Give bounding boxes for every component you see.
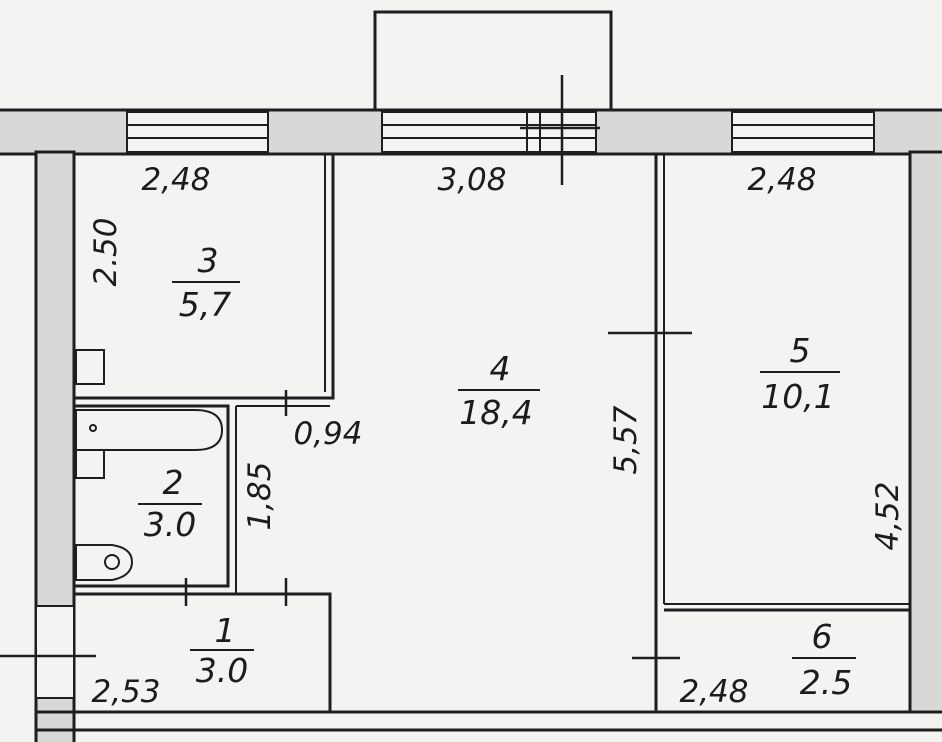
room-1-number: 1 [215, 611, 236, 650]
room-6-area: 2.5 [800, 663, 852, 702]
dim-room2-height: 1,85 [242, 461, 278, 530]
sink-fixture-2 [75, 449, 105, 479]
exterior-wall-right [908, 150, 942, 714]
dim-room3-height: 2.50 [88, 217, 124, 286]
window-room5 [731, 111, 875, 153]
entrance-door [35, 605, 75, 699]
room-1-walls [74, 592, 332, 712]
window-room3 [126, 111, 269, 153]
dim-corridor-width: 0,94 [293, 416, 362, 452]
dim-room3-width: 2,48 [141, 162, 210, 198]
window-room4 [381, 111, 597, 153]
dim-room6-width: 2,48 [679, 674, 748, 710]
room-1-area: 3.0 [196, 651, 248, 690]
dim-room5-height: 4,52 [870, 481, 906, 550]
toilet-fixture [75, 544, 134, 581]
room-4-area: 18,4 [459, 393, 532, 432]
room-6-number: 6 [812, 617, 833, 656]
room-3-walls [72, 154, 335, 400]
dimension-ticks [0, 75, 692, 660]
dim-room5-width: 2,48 [747, 162, 816, 198]
room-2-walls [74, 404, 230, 588]
exterior-wall-top [0, 108, 942, 156]
room-2-area: 3.0 [144, 505, 196, 544]
room-5-area: 10,1 [761, 377, 834, 416]
dim-room4-height: 5,57 [608, 405, 644, 474]
sink-fixture [75, 349, 105, 385]
room-3-area: 5,7 [179, 285, 231, 324]
dim-room4-width: 3,08 [437, 162, 506, 198]
dim-room1-width: 2,53 [91, 674, 160, 710]
room-4-number: 4 [490, 349, 511, 388]
balcony [373, 10, 613, 113]
room-5-number: 5 [790, 331, 811, 370]
room-2-number: 2 [163, 463, 184, 502]
bathtub-fixture [75, 409, 224, 451]
room-3-number: 3 [198, 241, 219, 280]
